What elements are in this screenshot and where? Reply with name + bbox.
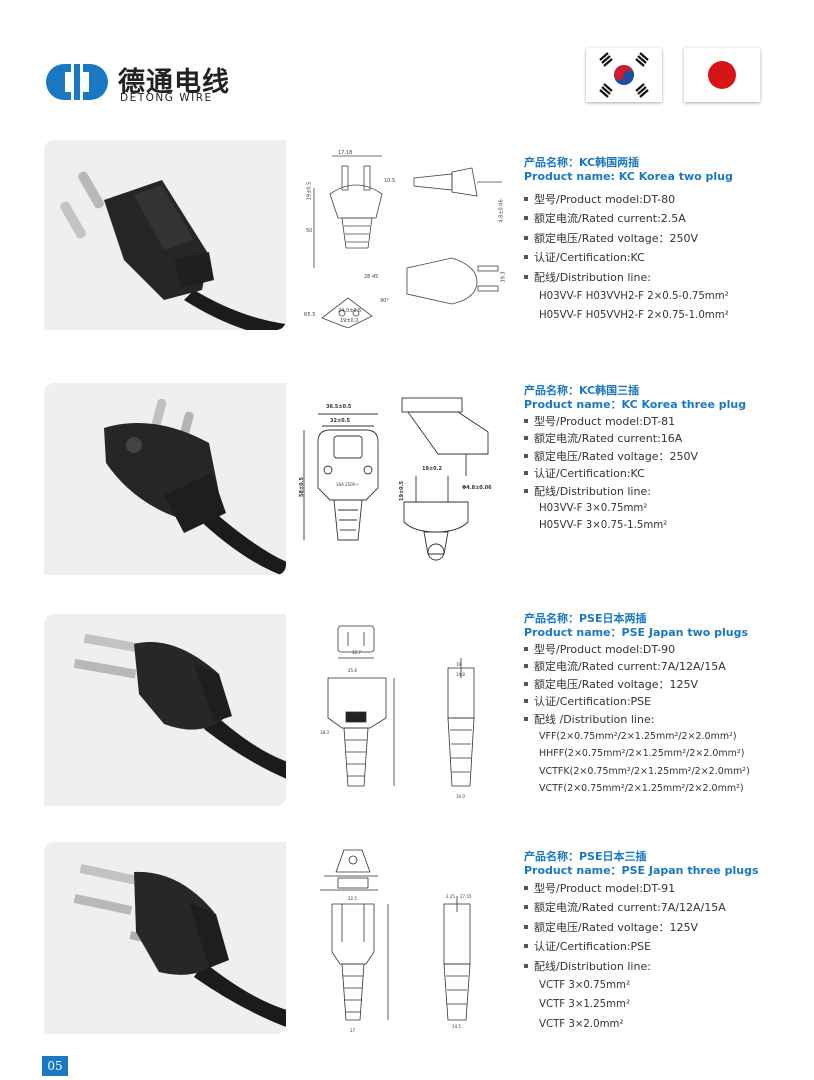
dim-label: 90° [380, 298, 389, 304]
dim-label: 12.7 [352, 650, 361, 655]
dim-label: 28.45 [364, 274, 379, 280]
dim-label: 16.0 [456, 794, 465, 799]
spec-item: 额定电流/Rated current:2.5A [524, 209, 804, 229]
product-title-cn: 产品名称：KC韩国三插 [524, 384, 640, 397]
spec-item: 额定电压/Rated voltage：250V [524, 447, 804, 465]
technical-drawing-pse-two-plug: 12.7 25.8 19 14.8 18.3 16.0 [312, 618, 498, 802]
spec-item: 额定电压/Rated voltage：125V [524, 917, 804, 937]
product-title-cn: 产品名称：PSE日本三插 [524, 850, 647, 863]
spec-item: 型号/Product model:DT-81 [524, 412, 804, 430]
distribution-line: VCTF 3×2.0mm² [539, 1018, 624, 1030]
dim-label: 36.5±0.5 [326, 404, 352, 410]
dim-label: 24.0±0.5 [338, 308, 362, 314]
dim-label: 19 [456, 662, 462, 667]
product-info-pse-two-plug: 产品名称：PSE日本两插 Product name：PSE Japan two … [524, 612, 804, 798]
dim-label: 25.8 [348, 668, 357, 673]
dim-label: 39.3 [500, 271, 507, 283]
spec-item: 配线/Distribution line: [524, 267, 804, 287]
distribution-line: H03VV-F 3×0.75mm² [539, 502, 648, 514]
dim-label: 19±0.5 [306, 181, 313, 201]
product-photo-pse-three-plug [44, 842, 286, 1034]
spec-item: 额定电流/Rated current:7A/12A/15A [524, 898, 804, 918]
dim-label: 14.5 [452, 1024, 461, 1029]
brand-name-en: DETONG WIRE [120, 92, 213, 104]
technical-drawing-kc-three-plug: 36.5±0.5 32±0.5 58±0.5 19±0.2 19±0.5 Φ4.… [298, 392, 510, 572]
technical-drawing-kc-two-plug: 17.18 19±0.5 10.5 50 4.8±0.06 28.45 39.3… [302, 148, 512, 329]
spec-item: 配线/Distribution line: [524, 956, 804, 976]
product-title-cn: 产品名称：KC韩国两插 [524, 156, 640, 169]
dim-label: 27.55 [460, 894, 472, 899]
spec-item: 型号/Product model:DT-90 [524, 640, 804, 658]
dim-label: 22.5 [348, 896, 357, 901]
dim-label: 19±0.2 [340, 318, 359, 324]
dim-label: 4.8±0.06 [498, 199, 505, 223]
product-photo-pse-two-plug [44, 614, 286, 806]
distribution-line: VCTF 3×1.25mm² [539, 999, 631, 1010]
dim-label: 17 [350, 1028, 356, 1033]
dim-label: 32±0.5 [330, 418, 351, 424]
spec-item: 配线/Distribution line: [524, 482, 804, 500]
brand-name-cn: 德通电线 [118, 67, 230, 98]
product-info-kc-two-plug: 产品名称：KC韩国两插 Product name: KC Korea two p… [524, 156, 804, 326]
dim-label: 50 [306, 228, 313, 234]
dim-label: 58±0.5 [299, 476, 306, 498]
spec-item: 额定电压/Rated voltage：250V [524, 228, 804, 248]
distribution-line: H05VV-F H05VVH2-F 2×0.75-1.0mm² [539, 310, 729, 321]
dim-label: 10.5 [384, 178, 396, 184]
dim-label: 19±0.2 [422, 466, 443, 472]
dim-label: 18.3 [320, 730, 329, 735]
spec-item: 型号/Product model:DT-80 [524, 189, 804, 209]
spec-item: 认证/Certification:PSE [524, 693, 804, 711]
product-photo-kc-three-plug [44, 383, 286, 575]
page-number: 05 [42, 1056, 68, 1076]
distribution-line: VFF(2×0.75mm²/2×1.25mm²/2×2.0mm²) [539, 730, 737, 742]
product-title-cn: 产品名称：PSE日本两插 [524, 612, 647, 625]
spec-item: 认证/Certification:KC [524, 248, 804, 268]
product-title-en: Product name：PSE Japan three plugs [524, 864, 759, 877]
product-info-pse-three-plug: 产品名称：PSE日本三插 Product name：PSE Japan thre… [524, 850, 804, 1034]
product-title-en: Product name：PSE Japan two plugs [524, 626, 749, 639]
distribution-line: VCTF 3×0.75mm² [539, 979, 631, 991]
spec-item: 额定电流/Rated current:16A [524, 430, 804, 448]
spec-item: 额定电流/Rated current:7A/12A/15A [524, 658, 804, 676]
distribution-line: HHFF(2×0.75mm²/2×1.25mm²/2×2.0mm²) [539, 748, 745, 759]
dim-label: R5.5 [304, 312, 316, 318]
distribution-line: VCTFK(2×0.75mm²/2×1.25mm²/2×2.0mm²) [539, 765, 750, 777]
spec-item: 配线 /Distribution line: [524, 710, 804, 728]
distribution-line: H03VV-F H03VVH2-F 2×0.5-0.75mm² [539, 290, 729, 302]
korea-flag-icon [586, 48, 662, 102]
dim-label: Φ4.8±0.06 [462, 485, 492, 491]
dim-label: 2.25 [446, 894, 455, 899]
product-title-en: Product name：KC Korea three plug [524, 398, 747, 411]
technical-drawing-pse-three-plug: 22.5 27.55 17 14.5 2.25 [308, 842, 504, 1038]
spec-item: 型号/Product model:DT-91 [524, 878, 804, 898]
spec-item: 额定电压/Rated voltage：125V [524, 675, 804, 693]
spec-item: 认证/Certification:PSE [524, 937, 804, 957]
dim-label: 14.8 [456, 672, 465, 677]
distribution-line: H05VV-F 3×0.75-1.5mm² [539, 520, 668, 531]
product-title-en: Product name: KC Korea two plug [524, 170, 733, 183]
japan-flag-icon [684, 48, 760, 102]
product-photo-kc-two-plug [44, 140, 286, 330]
dim-label: 17.18 [338, 150, 353, 156]
spec-item: 认证/Certification:KC [524, 465, 804, 483]
logo-icon [44, 62, 110, 102]
dim-label: 19±0.5 [399, 480, 406, 502]
distribution-line: VCTF(2×0.75mm²/2×1.25mm²/2×2.0mm²) [539, 783, 744, 794]
product-info-kc-three-plug: 产品名称：KC韩国三插 Product name：KC Korea three … [524, 384, 804, 535]
dim-label: 16A 250V~ [336, 482, 359, 487]
